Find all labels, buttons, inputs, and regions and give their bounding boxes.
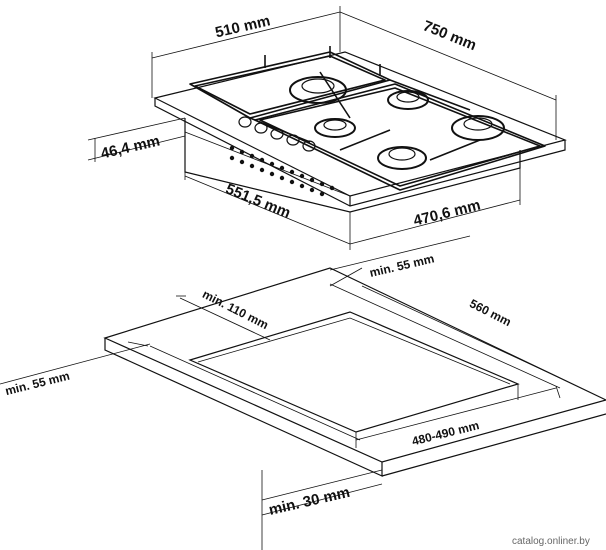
label-cutout-front: 470,6 mm [412, 197, 482, 230]
hob-illustration: 510 mm 750 mm 46,4 mm 551,5 mm 470,6 mm [87, 6, 567, 250]
watermark: catalog.onliner.by [512, 536, 590, 547]
label-height: 46,4 mm [99, 132, 161, 162]
dimension-min-side: min. 110 mm [176, 287, 271, 341]
dimension-min-back: min. 55 mm [329, 235, 471, 280]
dimension-min-thickness: min. 30 mm [261, 469, 383, 550]
label-cutout-length: 560 mm [467, 296, 513, 329]
label-width: 510 mm [214, 12, 272, 41]
burners [289, 76, 505, 170]
countertop-illustration: min. 55 mm min. 110 mm 560 mm min. 55 mm… [0, 235, 606, 550]
label-min-front: min. 55 mm [4, 369, 71, 399]
label-min-back: min. 55 mm [368, 251, 435, 279]
vent-holes [229, 145, 335, 197]
label-min-side: min. 110 mm [200, 287, 271, 332]
dimension-height: 46,4 mm [87, 117, 186, 162]
label-cutout-side: 551,5 mm [223, 180, 293, 221]
dimension-min-front: min. 55 mm [0, 343, 151, 399]
pan-supports [189, 46, 546, 191]
dimension-width: 510 mm [151, 6, 341, 98]
label-min-thickness: min. 30 mm [267, 484, 351, 519]
dimension-cutout-width: 480-490 mm [355, 387, 557, 448]
dimension-depth: 750 mm [339, 11, 557, 140]
control-knobs [238, 116, 316, 152]
